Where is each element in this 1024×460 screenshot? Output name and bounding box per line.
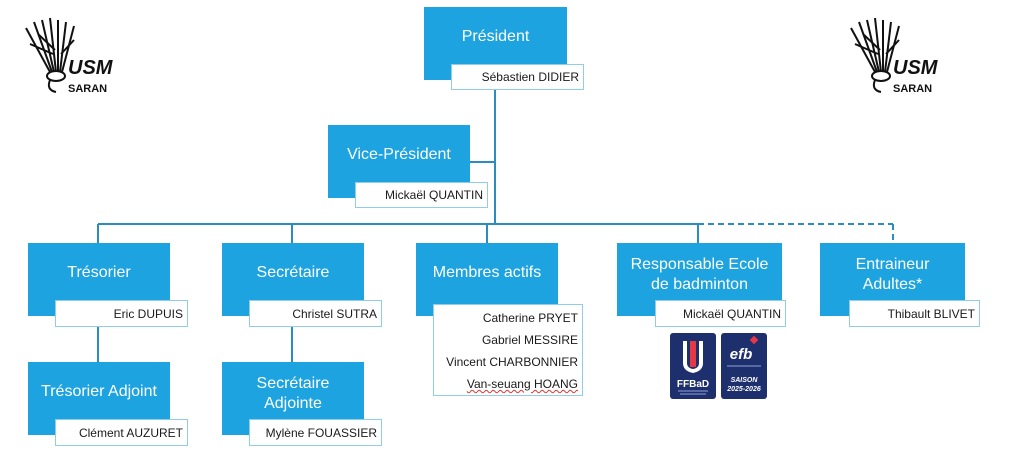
membre-actif-item: Gabriel MESSIRE — [481, 333, 578, 347]
name-tresorier-adjoint-text: Clément AUZURET — [78, 425, 183, 440]
efb-season-value: 2025-2026 — [726, 386, 761, 393]
role-secretaire-title: Secrétaire — [256, 264, 330, 281]
name-vice-president: Mickaël QUANTIN — [355, 182, 488, 208]
efb-label: efb — [730, 346, 753, 363]
ffbad-logo-icon: FFBaD — [677, 341, 709, 395]
name-entraineur-adultes: Thibault BLIVET — [849, 300, 980, 327]
name-tresorier-adjoint: Clément AUZURET — [55, 419, 188, 446]
club-logo-left: USM SARAN — [20, 14, 120, 95]
efb-logo-icon: efb SAISON 2025-2026 — [726, 335, 761, 393]
name-president: Sébastien DIDIER — [451, 64, 584, 90]
name-secretaire-text: Christel SUTRA — [292, 306, 377, 321]
membre-actif-item: Vincent CHARBONNIER — [446, 355, 578, 369]
name-tresorier: Eric DUPUIS — [55, 300, 188, 327]
role-entraineur-title-line2: Adultes* — [862, 276, 923, 293]
role-secretaire-adjointe-title-line2: Adjointe — [264, 395, 322, 412]
role-president-title: Président — [461, 28, 530, 45]
efb-badge: efb SAISON 2025-2026 — [721, 333, 767, 399]
name-secretaire-adjointe: Mylène FOUASSIER — [249, 419, 382, 446]
role-membres-actifs-title: Membres actifs — [432, 264, 542, 281]
shuttlecock-logo-icon: USM SARAN — [25, 17, 114, 95]
ffbad-badge: FFBaD — [670, 333, 716, 399]
name-responsable-ecole-text: Mickaël QUANTIN — [682, 306, 781, 321]
name-list-membres-actifs: Catherine PRYET Gabriel MESSIRE Vincent … — [433, 304, 583, 396]
club-logo-right: USM SARAN — [845, 14, 945, 95]
role-membres-actifs: Membres actifs — [416, 243, 558, 316]
role-responsable-ecole-title-line2: de badminton — [651, 276, 748, 293]
role-tresorier-adjoint-title: Trésorier Adjoint — [41, 383, 157, 400]
logo-left-brand: USM — [68, 57, 114, 79]
membre-actif-item: Catherine PRYET — [482, 311, 578, 325]
name-entraineur-text: Thibault BLIVET — [887, 306, 975, 321]
name-tresorier-text: Eric DUPUIS — [113, 306, 183, 321]
role-secretaire-adjointe-title-line1: Secrétaire — [256, 375, 330, 392]
logo-right-name: SARAN — [893, 83, 932, 95]
role-tresorier-title: Trésorier — [67, 264, 131, 281]
shuttlecock-logo-icon: USM SARAN — [850, 17, 939, 95]
ffbad-label: FFBaD — [677, 379, 709, 390]
name-vice-president-text: Mickaël QUANTIN — [384, 188, 483, 202]
membre-actif-item: Van-seuang HOANG — [466, 377, 578, 391]
name-president-text: Sébastien DIDIER — [481, 70, 579, 84]
logo-left-name: SARAN — [68, 83, 107, 95]
efb-season-label: SAISON — [731, 377, 759, 384]
role-vice-president-title: Vice-Président — [347, 146, 451, 163]
name-responsable-ecole: Mickaël QUANTIN — [655, 300, 786, 327]
name-secretaire-adjointe-text: Mylène FOUASSIER — [265, 425, 377, 440]
role-entraineur-title-line1: Entraineur — [855, 256, 930, 273]
logo-right-brand: USM — [893, 57, 939, 79]
name-secretaire: Christel SUTRA — [249, 300, 382, 327]
role-responsable-ecole-title-line1: Responsable Ecole — [630, 256, 769, 273]
